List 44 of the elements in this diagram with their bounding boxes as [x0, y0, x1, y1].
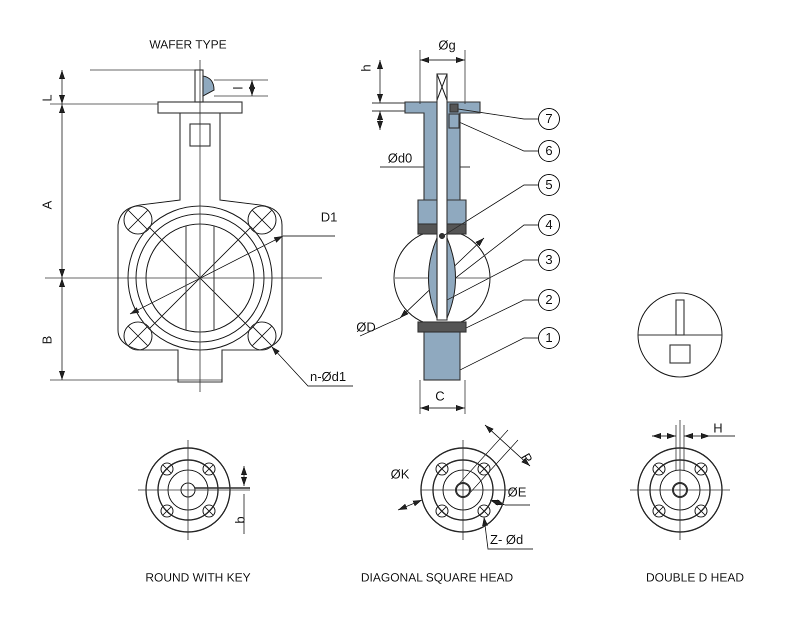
leader-line: [446, 260, 538, 300]
view-title: WAFER TYPE: [149, 38, 227, 52]
dimension-label: ØK: [390, 466, 410, 482]
valve-body: [423, 331, 461, 381]
dimension-label: b: [232, 516, 248, 524]
view-title: DOUBLE D HEAD: [646, 570, 744, 586]
seal-ring: [449, 103, 459, 113]
callout-number: 4: [538, 214, 560, 236]
leader-line: [458, 122, 538, 152]
view-title: ROUND WITH KEY: [145, 570, 251, 586]
leader-line: [466, 300, 538, 328]
seat-ring: [417, 321, 467, 333]
dimension-label: n-Ød1: [310, 369, 346, 384]
leader-line: [444, 184, 538, 236]
dimension-label: A: [40, 200, 54, 210]
bolt-hole: [247, 321, 277, 351]
leader-line: [455, 224, 538, 278]
view-title: DIAGONAL SQUARE HEAD: [360, 570, 514, 586]
callout-number: 3: [538, 249, 560, 271]
dimension-label: h: [358, 64, 374, 72]
dimension-label: Øg: [438, 38, 456, 52]
callout-number: 2: [538, 289, 560, 311]
callout-number: 6: [538, 140, 560, 162]
dimension-label: L: [40, 94, 54, 102]
leader-line: [460, 338, 538, 370]
bushing: [448, 113, 460, 129]
dimension-label: Ød0: [388, 150, 412, 166]
dimension-label: Z- Ød: [490, 532, 524, 547]
dimension-label: H: [713, 420, 723, 436]
valve-stem: [436, 73, 448, 321]
dimension-label: D1: [320, 210, 338, 224]
callout-number: 5: [538, 174, 560, 196]
dimension-label: C: [435, 388, 445, 404]
dimension-label: P: [518, 450, 536, 466]
dimension-label: ØE: [508, 484, 526, 500]
callout-number: 7: [538, 108, 560, 130]
callout-number: 1: [538, 327, 560, 349]
leader-line: [458, 108, 538, 120]
bolt-hole: [477, 504, 491, 518]
dimension-label: B: [40, 336, 54, 344]
leader-line: [482, 516, 534, 550]
dimension-label: ØD: [356, 320, 376, 334]
leader-line: [271, 346, 354, 386]
dimension-label: l: [230, 86, 246, 90]
